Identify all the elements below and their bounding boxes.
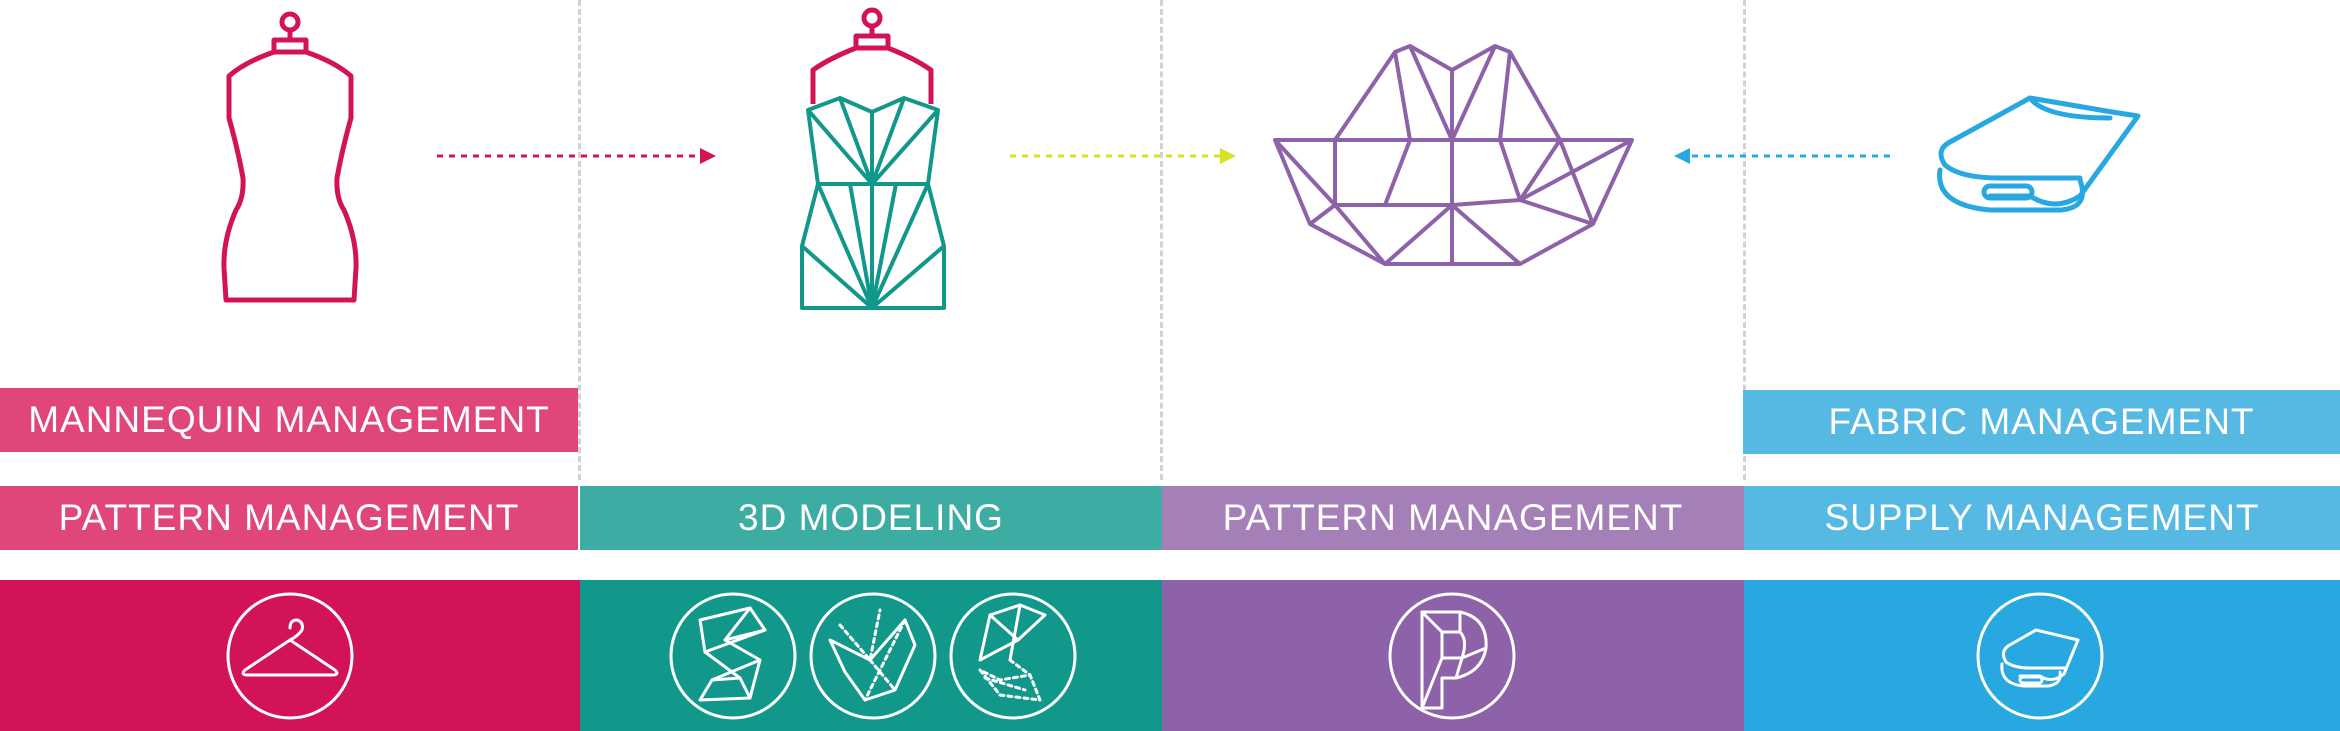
fabric-management-label: FABRIC MANAGEMENT — [1743, 390, 2340, 454]
hanger-icon — [226, 592, 354, 720]
col4-band — [1744, 580, 2340, 731]
col3-band — [1162, 580, 1744, 731]
col4-supply-management-label: SUPPLY MANAGEMENT — [1744, 486, 2340, 550]
bird-polygon-icon — [809, 592, 937, 720]
fabric-roll-illustration — [1937, 95, 2141, 213]
column-divider-1 — [578, 0, 581, 480]
arrow-col2-to-col3 — [1010, 148, 1236, 164]
arrow-col1-to-col2 — [437, 148, 716, 164]
polygon-mannequin-illustration — [800, 7, 946, 310]
crane-polygon-icon — [949, 592, 1077, 720]
arrow-col4-to-col3 — [1674, 148, 1890, 164]
col3-pattern-management-label: PATTERN MANAGEMENT — [1162, 486, 1744, 550]
p-polygon-icon — [1388, 592, 1516, 720]
col1-pattern-management-label: PATTERN MANAGEMENT — [0, 486, 578, 550]
fabric-roll-icon — [1976, 592, 2104, 720]
mannequin-management-label: MANNEQUIN MANAGEMENT — [0, 388, 578, 452]
col1-band — [0, 580, 580, 731]
column-divider-3 — [1743, 0, 1746, 480]
col2-3d-modeling-label: 3D MODELING — [580, 486, 1162, 550]
s-polygon-icon — [669, 592, 797, 720]
mannequin-illustration — [221, 11, 359, 303]
column-divider-2 — [1160, 0, 1163, 480]
polygon-pattern-illustration — [1273, 44, 1634, 266]
